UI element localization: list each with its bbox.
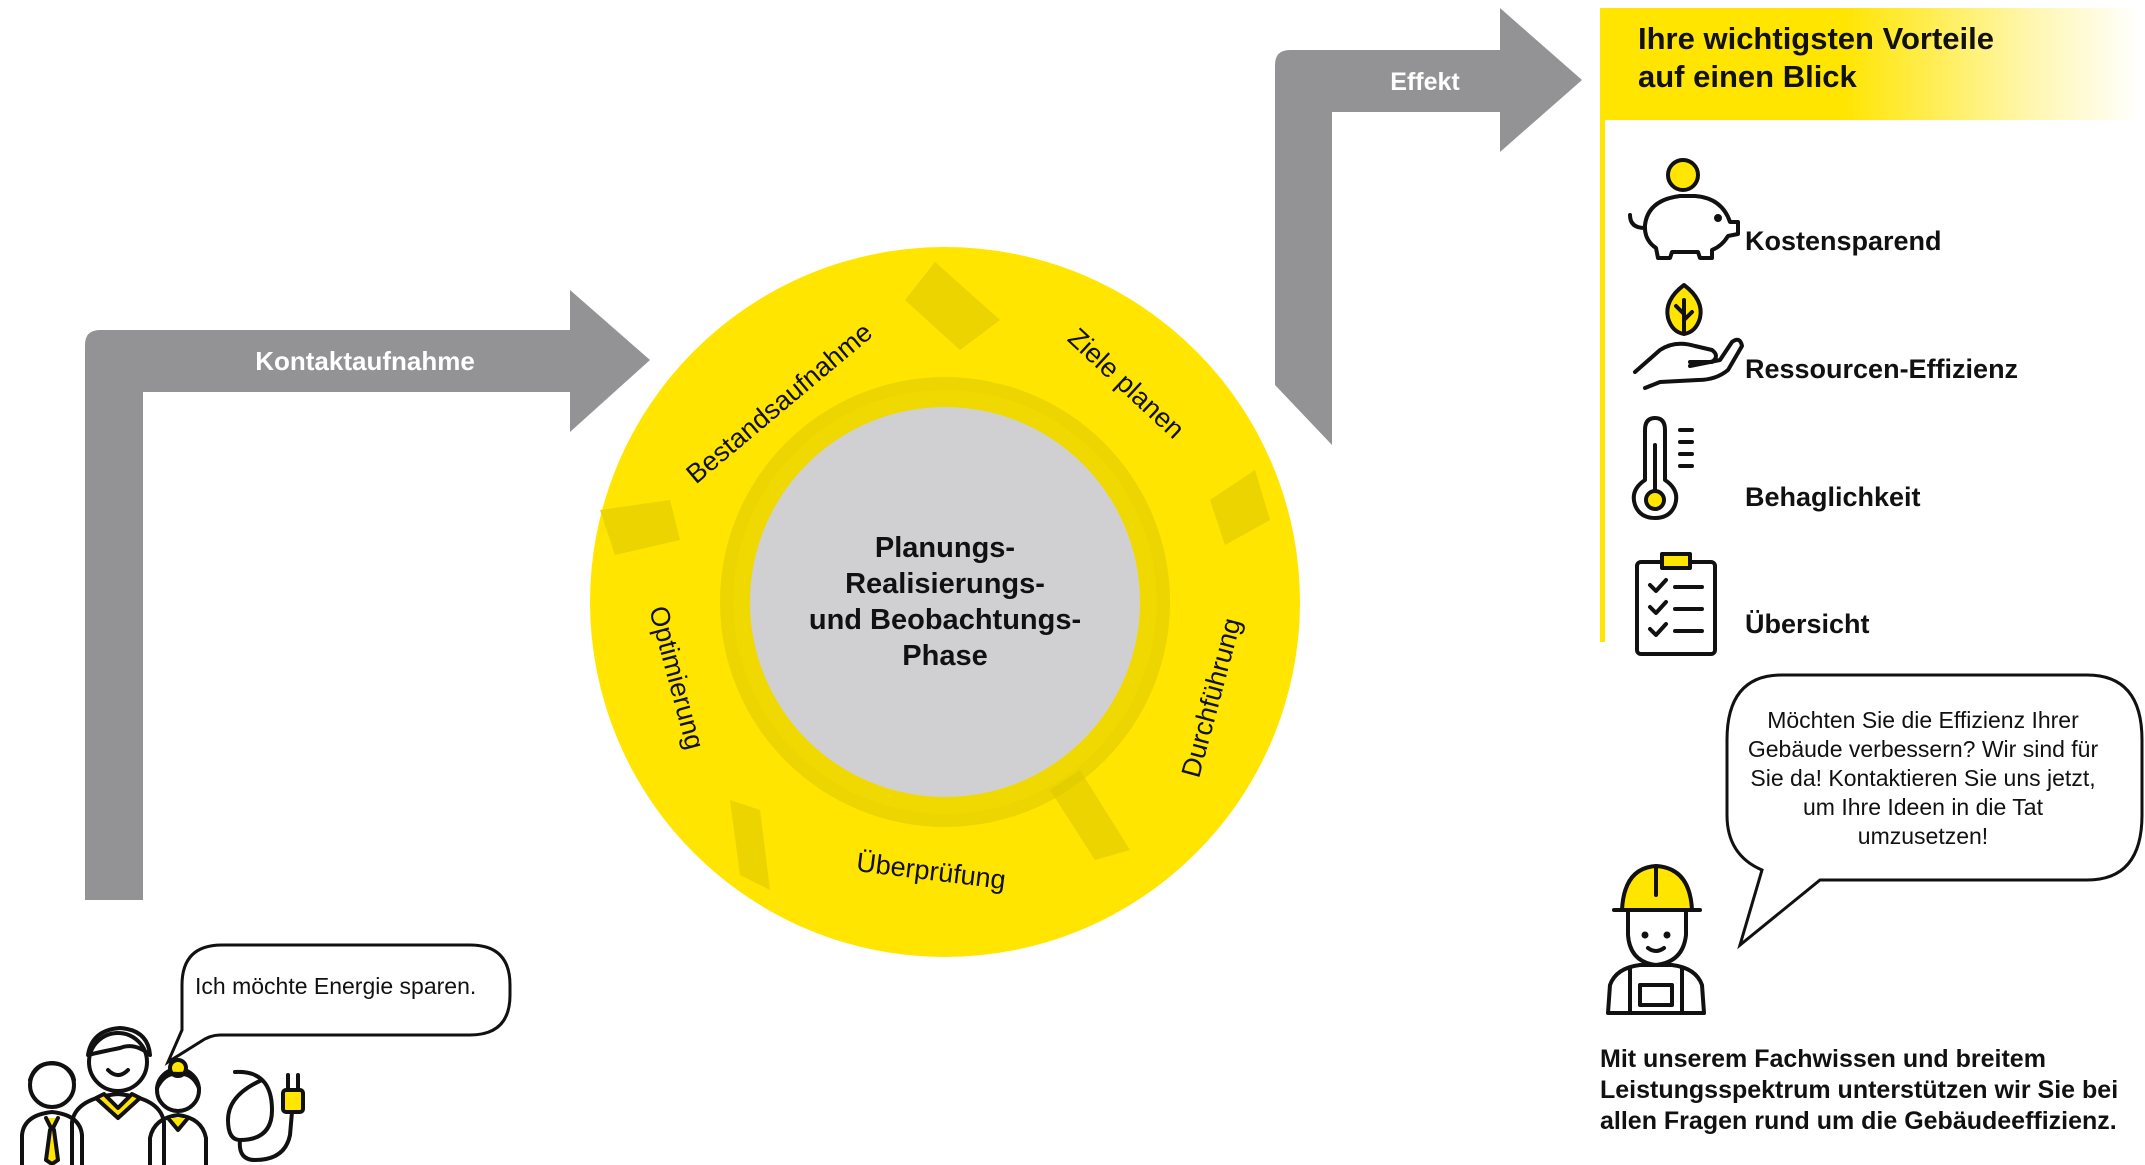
piggy-bank-icon [1628,158,1740,260]
benefits-accent-bar [1600,118,1605,642]
expert-bubble-text: Möchten Sie die Effizienz Ihrer Gebäude … [1747,707,2099,849]
cycle-center [750,407,1140,797]
benefits-header [1600,8,2140,120]
effect-arrow-label: Effekt [1390,68,1460,96]
customer-bubble-text: Ich möchte Energie sparen. [195,973,477,999]
worker-icon [1606,864,1706,1015]
cycle-center-line-2: Realisierungs- [845,568,1045,600]
segment-shadow-1 [905,262,1000,350]
benefit-label-uebersicht: Übersicht [1745,609,1870,639]
checklist-icon [1635,552,1717,656]
footer-text: Mit unserem Fachwissen und breitem Leist… [1600,1045,2119,1135]
segment-shadow-3 [1050,770,1130,860]
leaf-hand-icon [1633,283,1744,390]
contact-flow-arrow [85,290,650,900]
cycle-center-line-3: und Beobachtungs- [809,604,1081,636]
benefit-label-ressourcen: Ressourcen-Effizienz [1745,354,2019,384]
benefits-title: Ihre wichtigsten Vorteile auf einen Blic… [1638,20,2098,96]
segment-shadow-2 [1210,470,1270,545]
contact-arrow-label: Kontaktaufnahme [255,346,475,376]
benefits-title-line-2: auf einen Blick [1638,59,1857,94]
thermometer-icon [1631,416,1694,520]
effect-flow-arrow [1275,8,1582,445]
benefit-label-behaglichkeit: Behaglichkeit [1745,482,1921,512]
process-cycle: Planungs- Realisierungs- und Beobachtung… [590,247,1300,957]
benefit-label-kostensparend: Kostensparend [1745,226,1942,256]
segment-shadow-5 [600,500,680,555]
cycle-center-line-1: Planungs- [875,532,1015,564]
cycle-center-line-4: Phase [902,640,987,672]
customer-speech-bubble [164,943,512,1066]
segment-shadow-4 [730,800,770,890]
expert-speech-bubble [1725,673,2144,950]
leaf-plug-icon [226,1069,305,1162]
customer-group-icon [20,1026,208,1165]
benefits-title-line-1: Ihre wichtigsten Vorteile [1638,21,1995,56]
